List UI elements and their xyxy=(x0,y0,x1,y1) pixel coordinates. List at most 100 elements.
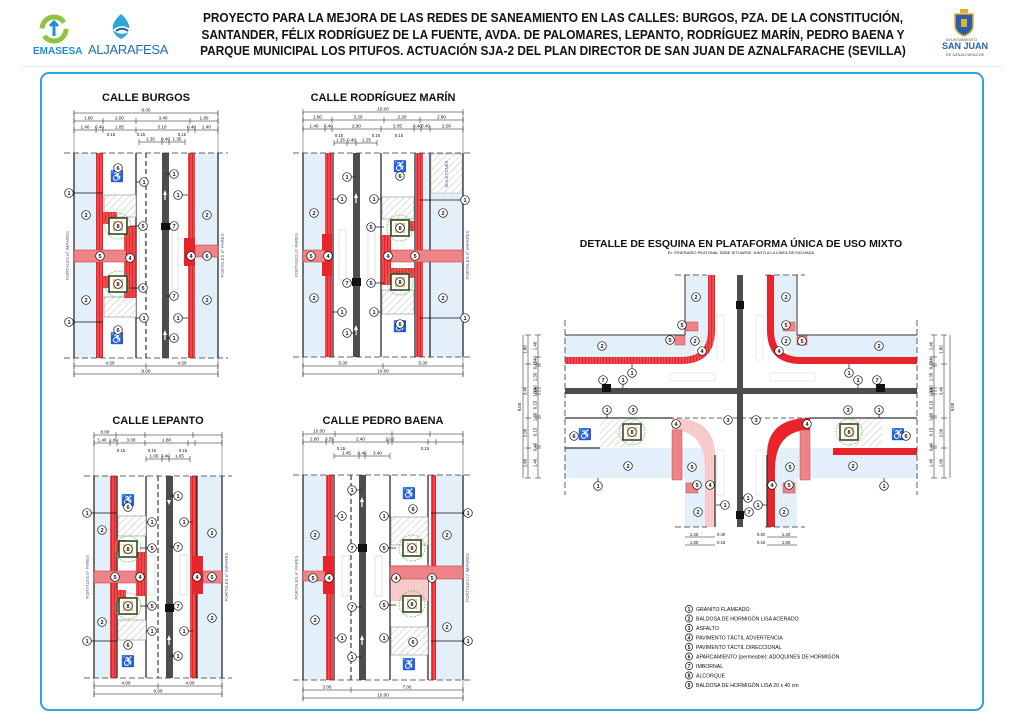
callout-number: 1 xyxy=(463,316,466,322)
callout-number: 1 xyxy=(882,484,885,490)
dimension-label: 1.45 xyxy=(342,451,351,456)
hatched-zone xyxy=(117,619,147,641)
dimension-label: 1.80 xyxy=(313,115,322,120)
callout-marker xyxy=(802,419,812,429)
callout-number: 2 xyxy=(600,344,603,350)
callout-number: 8 xyxy=(410,546,413,552)
callout-number: 1 xyxy=(85,639,88,645)
legend-marker xyxy=(685,681,693,689)
callout-number: 1 xyxy=(756,503,759,509)
callout-number: 7 xyxy=(747,510,750,516)
callout-number: 8 xyxy=(410,602,413,608)
legend-label: PAVIMENTO TÁCTIL ADVERTENCIA xyxy=(696,634,783,641)
callout-number: 2 xyxy=(782,510,785,516)
callout-marker xyxy=(147,601,157,611)
callout-number: 4 xyxy=(386,254,390,260)
callout-number: 5 xyxy=(695,483,698,489)
callout-marker xyxy=(147,517,157,527)
callout-number: 1 xyxy=(856,378,859,384)
dimension-label: 4.00 xyxy=(186,681,195,686)
legend-marker xyxy=(685,643,693,651)
direction-arrow-icon xyxy=(167,635,171,645)
wheelchair-icon: ♿ xyxy=(891,428,905,441)
dimension-label: 0.15 xyxy=(533,400,538,409)
dimension-label: 1.65 xyxy=(175,454,184,459)
tree-canopy-icon xyxy=(386,214,414,242)
section-title: CALLE RODRÍGUEZ MARÍN xyxy=(311,91,456,104)
tactile-strip xyxy=(833,448,917,455)
callout-marker xyxy=(323,251,333,261)
callout-number: 4 xyxy=(195,575,199,581)
gully-drain xyxy=(876,384,885,392)
callout-marker xyxy=(379,511,389,521)
callout-number: 5 xyxy=(690,465,693,471)
callout-marker xyxy=(173,190,183,200)
callout-marker xyxy=(781,292,791,302)
callout-number: 1 xyxy=(463,198,466,204)
header-divider xyxy=(22,66,1002,67)
direction-arrow-icon xyxy=(163,330,167,340)
drainage-channel xyxy=(565,388,917,394)
callout-marker xyxy=(173,651,183,661)
callout-marker xyxy=(843,405,853,415)
crosswalk-mark xyxy=(374,555,383,597)
callout-number: 2 xyxy=(441,296,444,302)
callout-number: 2 xyxy=(210,531,213,537)
callout-number: 1 xyxy=(723,503,726,509)
dimension-note: 0.15 xyxy=(372,133,381,138)
callout-marker xyxy=(463,636,473,646)
callout-marker xyxy=(874,341,884,351)
callout-marker xyxy=(677,320,687,330)
dimension-label: 9.00 xyxy=(517,402,522,411)
legend-number: 8 xyxy=(688,673,691,679)
callout-marker xyxy=(179,626,189,636)
legend-number: 5 xyxy=(688,645,691,651)
project-title-line: PARQUE MUNICIPAL LOS PITUFOS. ACTUACIÓN … xyxy=(200,44,906,58)
portales-label-right: PORTALES nº PARES xyxy=(220,233,225,277)
dimension-label: 7.00 xyxy=(403,685,412,690)
dimension-label: 1.80 xyxy=(939,458,944,467)
legend-label: PAVIMENTO TÁCTIL DIRECCIONAL xyxy=(696,644,782,651)
crosswalk-mark xyxy=(341,555,350,597)
aljarafesa-logo-icon xyxy=(112,14,131,39)
tree-canopy-icon xyxy=(114,535,142,563)
dimension-label: 8.00 xyxy=(154,689,163,694)
callout-number: 5 xyxy=(150,604,153,610)
dimension-label: 0.40 xyxy=(358,451,367,456)
callout-marker xyxy=(879,481,889,491)
dimension-label: 0.40 xyxy=(187,125,196,130)
callout-marker xyxy=(173,491,183,501)
section-title: CALLE LEPANTO xyxy=(112,415,204,427)
wheelchair-icon: ♿ xyxy=(121,655,135,668)
dimension-label: 1.40 xyxy=(310,124,319,129)
callout-marker xyxy=(310,530,320,540)
dimension-note: 0.15 xyxy=(337,446,346,451)
dimension-label: 0.15 xyxy=(757,540,766,545)
dimension-note: 0.15 xyxy=(137,132,146,137)
callout-marker xyxy=(337,633,347,643)
callout-number: 2 xyxy=(877,344,880,350)
callout-number: 1 xyxy=(372,310,375,316)
dimension-label: 10.00 xyxy=(313,429,325,434)
dimension-label: 0.15 xyxy=(929,400,934,409)
callout-marker xyxy=(147,626,157,636)
red-pavement xyxy=(390,268,415,278)
dimension-label: 3.20 xyxy=(354,115,363,120)
dimension-label: 2.40 xyxy=(356,437,365,442)
dimension-label: 0.40 xyxy=(533,442,538,451)
san-juan-logo-text: SAN JUAN xyxy=(942,41,989,51)
callout-marker xyxy=(139,313,149,323)
callout-marker xyxy=(379,633,389,643)
legend-number: 4 xyxy=(688,635,691,641)
dimension-label: 2.00 xyxy=(442,124,451,129)
gully-drain xyxy=(736,511,744,519)
wheelchair-icon: ♿ xyxy=(402,487,416,500)
legend-label: ALCORQUE xyxy=(696,673,726,679)
sidewalk xyxy=(685,275,708,345)
dimension-label: 0.40 xyxy=(717,532,726,537)
callout-number: 5 xyxy=(141,286,144,292)
callout-number: 1 xyxy=(67,320,70,326)
tactile-curb-red xyxy=(767,275,917,364)
callout-marker xyxy=(408,637,418,647)
sidewalk xyxy=(774,275,797,345)
